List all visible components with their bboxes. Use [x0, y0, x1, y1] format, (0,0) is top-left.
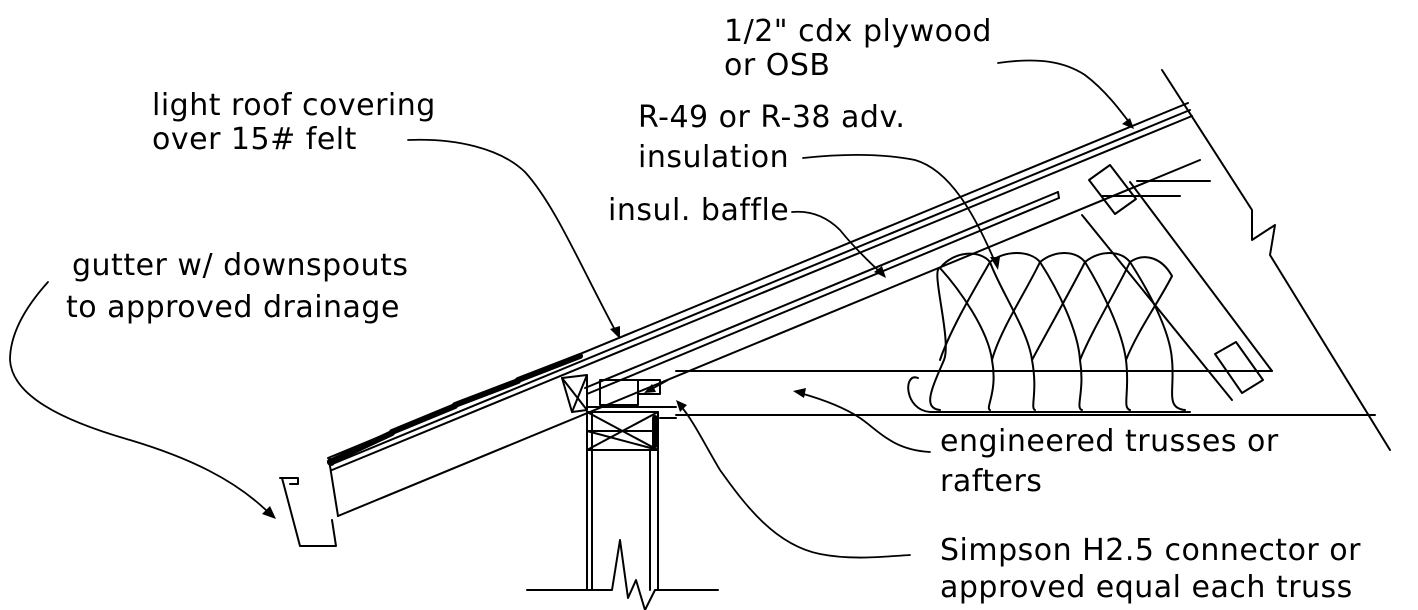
- wall-studs: [526, 411, 719, 610]
- connector-arrow: [644, 379, 669, 393]
- gutter-leader: [9, 281, 276, 519]
- insulation-batts: [907, 252, 1191, 413]
- insulation-label-line-2: insulation: [638, 140, 790, 175]
- top-chord: [329, 159, 1201, 517]
- roof-covering-label-line-1: light roof covering: [152, 88, 436, 123]
- insulation-label-line-1: R-49 or R-38 adv.: [638, 100, 906, 135]
- truss-web: [1081, 180, 1273, 401]
- roof-covering-leader: [407, 138, 620, 339]
- plywood-label-line-1: 1/2" cdx plywood: [724, 14, 992, 49]
- gutter-label-line-2: to approved drainage: [66, 290, 400, 325]
- baffle-label: insul. baffle: [608, 193, 790, 228]
- ridge-break: [1161, 69, 1391, 451]
- connector-label-line-2: approved equal each truss: [940, 570, 1353, 605]
- connector-leader: [676, 400, 911, 559]
- fascia: [561, 374, 588, 413]
- bottom-chord: [586, 370, 1376, 419]
- plywood-leader: [997, 59, 1134, 129]
- roof-covering-label-line-2: over 15# felt: [152, 122, 357, 157]
- gutter-label-line-1: gutter w/ downspouts: [72, 248, 409, 283]
- trusses-label-line-1: engineered trusses or: [940, 424, 1279, 459]
- trusses-label-line-2: rafters: [940, 464, 1043, 499]
- baffle-leader: [791, 210, 886, 278]
- gutter: [279, 477, 337, 547]
- roof-shingles: [327, 353, 583, 466]
- connector-label-line-1: Simpson H2.5 connector or: [940, 533, 1361, 568]
- plywood-label-line-2: or OSB: [724, 48, 831, 83]
- gusset-plates: [1088, 164, 1264, 394]
- trusses-leader: [793, 388, 931, 453]
- insulation-leader: [802, 153, 1000, 270]
